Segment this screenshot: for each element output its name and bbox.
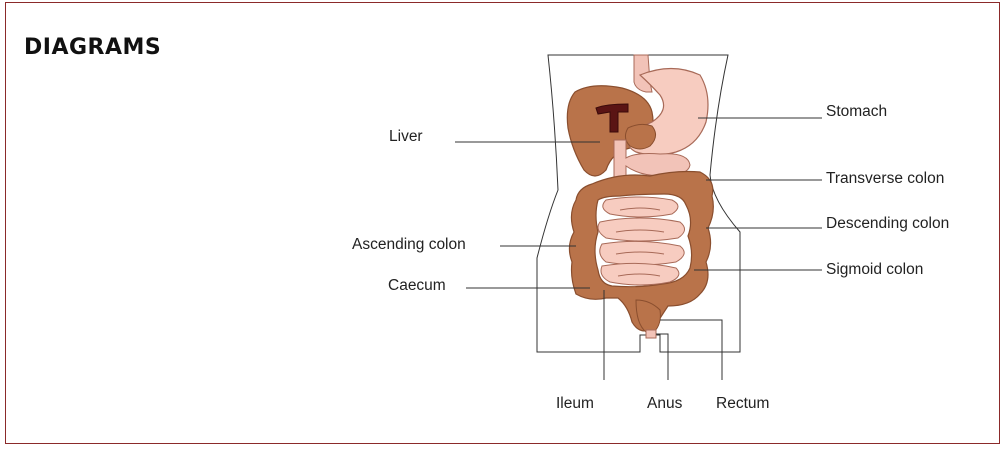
label-descending-colon: Descending colon xyxy=(826,215,949,232)
anus xyxy=(646,330,656,338)
label-liver: Liver xyxy=(389,128,423,145)
label-ascending-colon: Ascending colon xyxy=(352,236,466,253)
label-rectum: Rectum xyxy=(716,395,769,412)
label-ileum: Ileum xyxy=(556,395,594,412)
anus-leader xyxy=(656,334,668,380)
small-intestine xyxy=(598,197,685,285)
rectum-leader xyxy=(660,320,722,380)
pancreas xyxy=(625,124,655,149)
label-stomach: Stomach xyxy=(826,103,887,120)
label-anus: Anus xyxy=(647,395,683,412)
label-sigmoid-colon: Sigmoid colon xyxy=(826,261,923,278)
label-caecum: Caecum xyxy=(388,277,446,294)
label-transverse-colon: Transverse colon xyxy=(826,170,944,187)
